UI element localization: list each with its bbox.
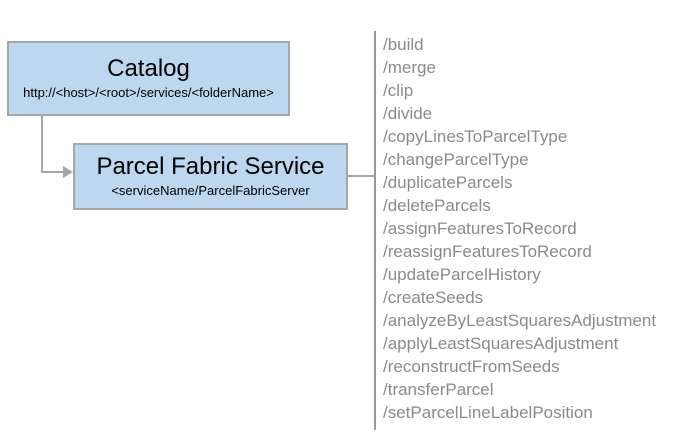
operations-list: /build/merge/clip/divide/copyLinesToParc… bbox=[383, 33, 683, 424]
operation-item: /copyLinesToParcelType bbox=[383, 127, 568, 146]
operation-item: /changeParcelType bbox=[383, 150, 529, 169]
operation-item: /deleteParcels bbox=[383, 196, 491, 215]
operation-item: /assignFeaturesToRecord bbox=[383, 219, 577, 238]
catalog-to-service-connector-vertical bbox=[41, 116, 43, 173]
operation-item: /divide bbox=[383, 104, 433, 123]
service-title: Parcel Fabric Service bbox=[96, 153, 325, 180]
operation-item: /transferParcel bbox=[383, 380, 494, 399]
catalog-node: Catalog http://<host>/<root>/services/<f… bbox=[7, 41, 290, 116]
operation-item: /reassignFeaturesToRecord bbox=[383, 242, 592, 261]
operation-item: /analyzeByLeastSquaresAdjustment bbox=[383, 311, 657, 330]
service-to-operations-connector bbox=[348, 175, 374, 177]
arrowhead-icon bbox=[63, 166, 73, 178]
operation-item: /build bbox=[383, 35, 424, 54]
parcel-fabric-service-node: Parcel Fabric Service <serviceName/Parce… bbox=[73, 143, 348, 210]
operation-item: /clip bbox=[383, 81, 414, 100]
operation-item: /createSeeds bbox=[383, 288, 484, 307]
catalog-url: http://<host>/<root>/services/<folderNam… bbox=[23, 85, 274, 101]
operations-divider-line bbox=[374, 31, 376, 430]
operation-item: /applyLeastSquaresAdjustment bbox=[383, 334, 619, 353]
service-url: <serviceName/ParcelFabricServer bbox=[111, 183, 310, 199]
operation-item: /merge bbox=[383, 58, 436, 77]
catalog-title: Catalog bbox=[107, 55, 190, 82]
catalog-to-service-connector-horizontal bbox=[41, 171, 64, 173]
operation-item: /duplicateParcels bbox=[383, 173, 513, 192]
operation-item: /setParcelLineLabelPosition bbox=[383, 403, 593, 422]
operation-item: /updateParcelHistory bbox=[383, 265, 541, 284]
operation-item: /reconstructFromSeeds bbox=[383, 357, 560, 376]
